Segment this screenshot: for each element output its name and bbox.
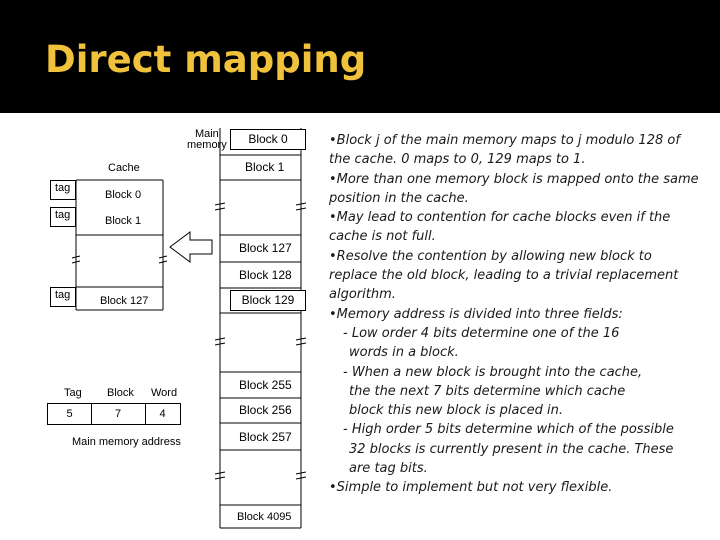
memory-block-1: Block 1: [245, 160, 285, 174]
page-title: Direct mapping: [45, 38, 367, 81]
bullet-line: algorithm.: [329, 287, 396, 303]
bullet-line: •Simple to implement but not very flexib…: [329, 480, 613, 496]
address-field-tag: Tag: [64, 387, 82, 399]
memory-block-0: Block 0: [230, 129, 306, 150]
bullet-line: 32 blocks is currently present in the ca…: [349, 441, 674, 457]
bullet-line: •May lead to contention for cache blocks…: [329, 210, 671, 226]
memory-block-129: Block 129: [230, 290, 306, 311]
cache-label: Cache: [108, 162, 140, 174]
address-value-block: 7: [91, 403, 146, 425]
bullet-line: block this new block is placed in.: [349, 403, 563, 419]
cache-tag-0: tag: [50, 180, 76, 200]
bullet-line: - Low order 4 bits determine one of the …: [343, 325, 620, 341]
bullet-line: replace the old block, leading to a triv…: [329, 268, 679, 284]
address-value-word: 4: [145, 403, 181, 425]
bullet-line: - When a new block is brought into the c…: [343, 364, 643, 380]
cache-tag-1: tag: [50, 207, 76, 227]
main-memory-label-line1: Main: [194, 128, 219, 140]
bullet-line: - High order 5 bits determine which of t…: [343, 422, 674, 438]
cache-block-127: Block 127: [100, 295, 149, 307]
bullet-line: •Memory address is divided into three fi…: [329, 306, 623, 322]
bullet-line: •More than one memory block is mapped on…: [329, 171, 699, 187]
memory-block-4095: Block 4095: [237, 511, 292, 523]
explanation-text: •Block j of the main memory maps to j mo…: [329, 131, 699, 498]
memory-block-127: Block 127: [239, 241, 292, 255]
address-value-tag: 5: [47, 403, 92, 425]
bullet-line: the cache. 0 maps to 0, 129 maps to 1.: [329, 152, 586, 168]
bullet-line: cache is not full.: [329, 229, 436, 245]
memory-block-257: Block 257: [239, 430, 292, 444]
memory-block-256: Block 256: [239, 403, 292, 417]
main-memory-label: Main memory: [187, 129, 227, 151]
cache-tag-127: tag: [50, 287, 76, 307]
cache-block-1: Block 1: [105, 215, 142, 227]
title-band: [0, 0, 720, 113]
bullet-line: words in a block.: [349, 345, 459, 361]
address-field-word: Word: [151, 387, 178, 399]
bullet-line: are tag bits.: [349, 461, 428, 477]
main-memory-label-line2: memory: [187, 139, 227, 151]
memory-block-255: Block 255: [239, 378, 292, 392]
address-caption: Main memory address: [72, 436, 181, 448]
bullet-line: •Block j of the main memory maps to j mo…: [329, 133, 680, 148]
cache-block-0: Block 0: [105, 189, 142, 201]
address-field-block: Block: [107, 387, 134, 399]
bullet-line: position in the cache.: [329, 190, 469, 206]
bullet-line: the the next 7 bits determine which cach…: [349, 383, 626, 399]
memory-block-128: Block 128: [239, 268, 292, 282]
bullet-line: •Resolve the contention by allowing new …: [329, 248, 652, 264]
